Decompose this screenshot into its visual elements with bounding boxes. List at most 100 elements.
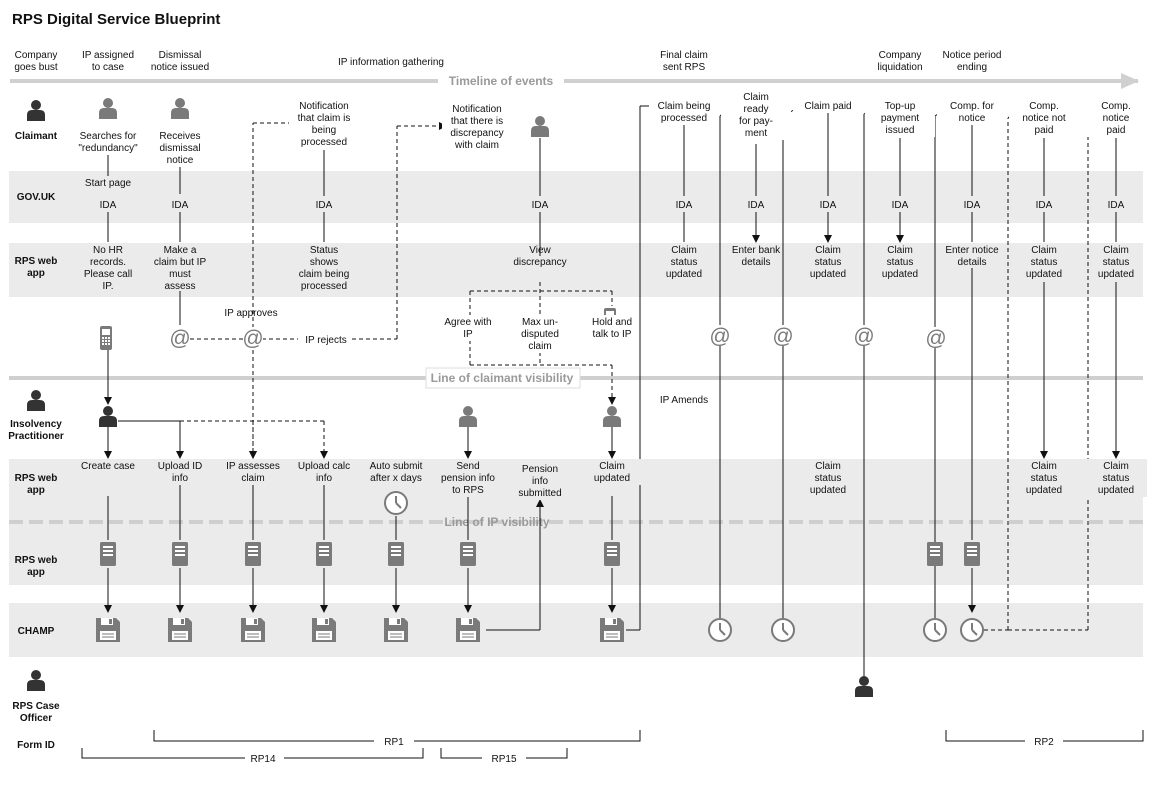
form-id-label: RP14 bbox=[250, 754, 275, 765]
claimant-step-label: Claim paid bbox=[804, 101, 851, 112]
claimant-person-icon bbox=[531, 116, 549, 137]
floppy-disk-icon bbox=[456, 618, 480, 642]
ida-label: IDA bbox=[172, 200, 189, 211]
case-officer-person-icon bbox=[27, 670, 45, 691]
svg-text:@: @ bbox=[772, 325, 793, 348]
svg-text:@: @ bbox=[925, 327, 946, 350]
email-at-icon: @ bbox=[169, 327, 191, 350]
email-at-icon: @ bbox=[772, 325, 794, 348]
timeline-event: IP information gathering bbox=[338, 57, 444, 68]
claimant-visibility-label: Line of claimant visibility bbox=[431, 371, 574, 385]
ip-person-icon bbox=[603, 406, 621, 427]
clock-icon bbox=[771, 618, 795, 642]
ip-visibility-label: Line of IP visibility bbox=[444, 515, 549, 529]
svg-text:@: @ bbox=[242, 327, 263, 350]
claimant-person-icon bbox=[99, 98, 117, 119]
start-page-label: Start page bbox=[85, 178, 132, 189]
ida-label: IDA bbox=[892, 200, 909, 211]
form-id-label: RP15 bbox=[491, 754, 516, 765]
ip-person-icon bbox=[459, 406, 477, 427]
server-icon bbox=[388, 542, 404, 566]
server-icon bbox=[172, 542, 188, 566]
server-icon bbox=[100, 542, 116, 566]
ida-label: IDA bbox=[964, 200, 981, 211]
ida-label: IDA bbox=[820, 200, 837, 211]
form-id-label: RP2 bbox=[1034, 737, 1054, 748]
clock-icon bbox=[923, 618, 947, 642]
ip-approves-label: IP approves bbox=[224, 308, 277, 319]
form-id-label: RP1 bbox=[384, 737, 404, 748]
form-id-brackets bbox=[81, 730, 1144, 759]
ip-amends-label: IP Amends bbox=[660, 395, 708, 406]
floppy-disk-icon bbox=[96, 618, 120, 642]
band-rps-web-back bbox=[9, 522, 1143, 585]
ip-person-icon bbox=[27, 390, 45, 411]
floppy-disk-icon bbox=[384, 618, 408, 642]
floppy-disk-icon bbox=[312, 618, 336, 642]
band-rps-web-claimant bbox=[9, 243, 1143, 297]
mobile-phone-icon bbox=[100, 326, 112, 350]
ida-label: IDA bbox=[316, 200, 333, 211]
svg-text:@: @ bbox=[853, 325, 874, 348]
clock-icon bbox=[960, 618, 984, 642]
timeline-label: Timeline of events bbox=[449, 74, 554, 88]
row-label: Claimant bbox=[15, 131, 58, 142]
clock-icon bbox=[708, 618, 732, 642]
ida-label: IDA bbox=[748, 200, 765, 211]
ida-label: IDA bbox=[1036, 200, 1053, 211]
server-icon bbox=[460, 542, 476, 566]
ip-rejects-label: IP rejects bbox=[305, 335, 347, 346]
server-icon bbox=[245, 542, 261, 566]
diagram-title: RPS Digital Service Blueprint bbox=[12, 11, 220, 28]
claimant-person-icon bbox=[171, 98, 189, 119]
floppy-disk-icon bbox=[241, 618, 265, 642]
ida-label: IDA bbox=[676, 200, 693, 211]
clock-icon bbox=[384, 491, 408, 515]
ida-label: IDA bbox=[532, 200, 549, 211]
row-label: CHAMP bbox=[18, 626, 55, 637]
email-at-icon: @ bbox=[709, 325, 731, 348]
email-at-icon: @ bbox=[853, 325, 875, 348]
claimant-step-label: Searches for"redundancy" bbox=[78, 131, 138, 154]
ida-label: IDA bbox=[1108, 200, 1125, 211]
ida-label: IDA bbox=[100, 200, 117, 211]
svg-text:@: @ bbox=[169, 327, 190, 350]
band-champ bbox=[9, 603, 1143, 657]
